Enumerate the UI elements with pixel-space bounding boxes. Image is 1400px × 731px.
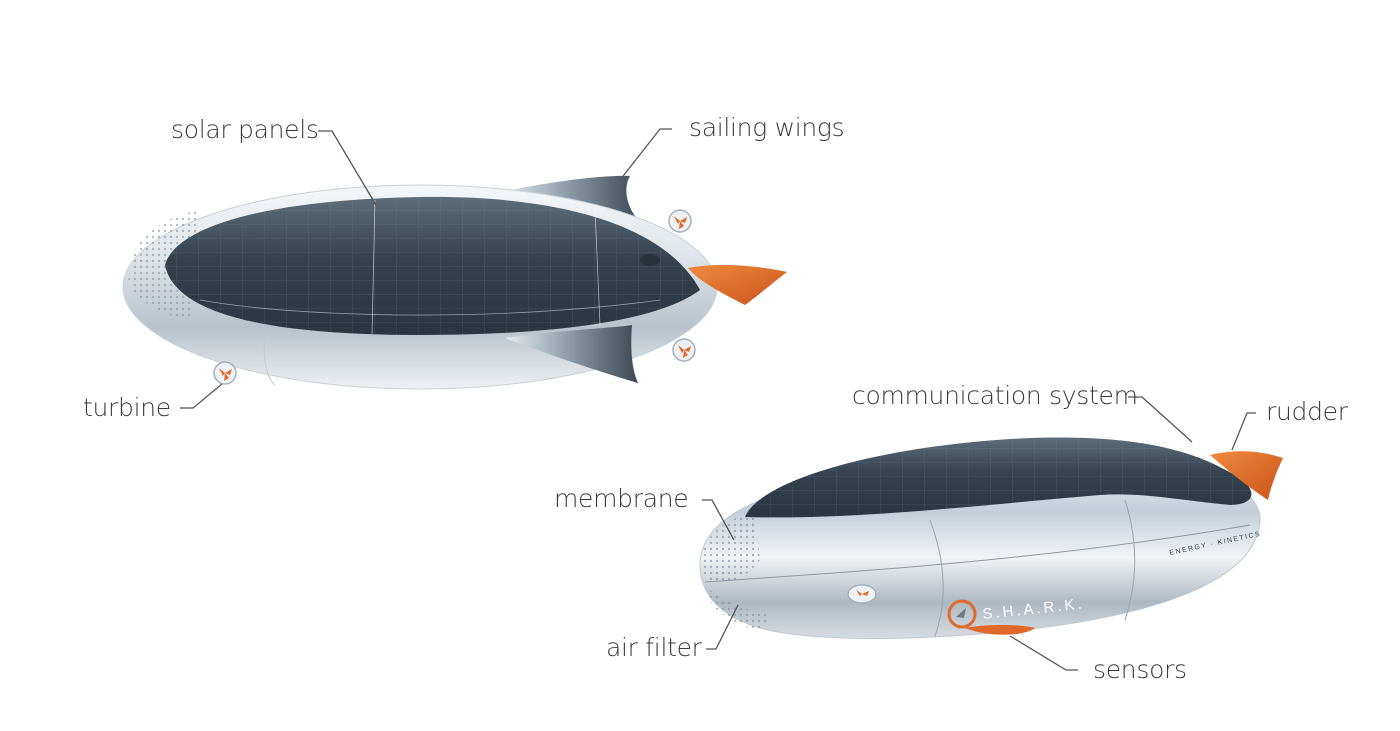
label-air-filter: air filter xyxy=(606,633,702,662)
leader-sensors xyxy=(1009,635,1078,671)
lower-sailing-wing xyxy=(505,325,638,383)
leader-lines xyxy=(180,128,1256,671)
propeller-icon xyxy=(213,361,237,385)
shark-logo-icon xyxy=(947,599,977,629)
leader-membrane xyxy=(702,499,735,541)
top-membrane xyxy=(128,210,200,320)
label-sailing-wings: sailing wings xyxy=(689,113,845,142)
propeller-icon xyxy=(847,584,877,604)
propeller-icon xyxy=(668,209,692,233)
leader-air-filter xyxy=(706,604,739,650)
label-membrane: membrane xyxy=(554,484,689,513)
leader-solar-panels xyxy=(318,130,377,206)
leader-communication xyxy=(1128,396,1193,443)
leader-sailing-wings xyxy=(619,128,672,181)
label-solar-panels: solar panels xyxy=(171,115,319,144)
propeller-icon xyxy=(672,338,696,362)
top-rudder xyxy=(688,265,787,305)
label-sensors: sensors xyxy=(1093,655,1187,684)
sensors-pod xyxy=(965,625,1035,635)
bottom-membrane xyxy=(700,512,760,583)
label-communication-system: communication system xyxy=(852,381,1138,410)
bottom-air-filter xyxy=(710,590,770,630)
label-rudder: rudder xyxy=(1266,397,1348,426)
label-turbine: turbine xyxy=(83,393,171,422)
leader-rudder xyxy=(1231,412,1256,451)
bottom-airship: S.H.A.R.K. ENERGY · KINETICS xyxy=(699,437,1283,639)
leader-turbine xyxy=(180,383,223,409)
top-airship xyxy=(122,175,787,390)
bottom-rudder xyxy=(1210,451,1283,500)
